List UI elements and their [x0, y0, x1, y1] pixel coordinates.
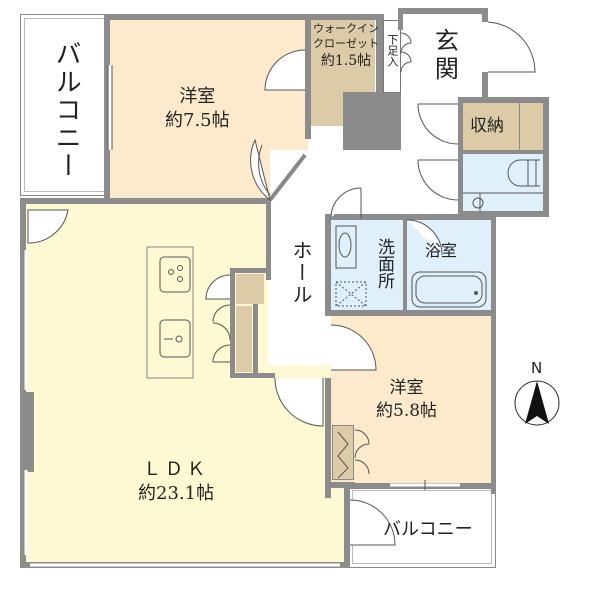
- room-size: 約5.8帖: [376, 400, 438, 421]
- wall: [344, 488, 350, 568]
- compass-north-label: N: [531, 359, 543, 377]
- compass-icon: [514, 380, 560, 426]
- wall-column: [20, 392, 34, 472]
- wall: [543, 97, 549, 217]
- room-size: 約7.5帖: [165, 110, 230, 132]
- entrance: [401, 14, 485, 102]
- storage-closet: [463, 102, 543, 150]
- wall: [230, 268, 270, 273]
- wall: [325, 214, 331, 314]
- western-room-1-label: 洋室 約7.5帖: [165, 85, 230, 134]
- bedroom2-closet: [332, 425, 354, 480]
- bathroom: [407, 220, 491, 312]
- wall: [104, 14, 110, 204]
- wall: [266, 198, 271, 280]
- wall: [230, 373, 275, 378]
- room-name: ＬＤＫ: [143, 459, 210, 480]
- room-name-line1: ウォークイン: [313, 22, 379, 35]
- balcony-south-label: バルコニー: [383, 519, 473, 540]
- balcony-west: [20, 14, 110, 196]
- walk-in-closet-lower: [311, 90, 343, 126]
- toilet-room: [463, 153, 543, 213]
- ldk-label: ＬＤＫ 約23.1帖: [138, 458, 214, 507]
- washroom: [331, 220, 403, 312]
- wall: [398, 8, 488, 14]
- wall: [104, 14, 384, 20]
- pipe-shaft: [343, 92, 401, 150]
- wall: [325, 214, 496, 220]
- balcony-south: [348, 488, 496, 568]
- room-name: 洋室: [179, 86, 216, 107]
- walk-in-closet-label: ウォークイン クローゼット 約1.5帖: [313, 22, 379, 71]
- washroom-label: 洗面所: [373, 238, 394, 289]
- wall: [230, 268, 235, 378]
- wall: [403, 220, 407, 312]
- room-name: 洋室: [389, 378, 424, 398]
- wall: [458, 97, 549, 103]
- bathroom-label: 浴室: [425, 241, 458, 260]
- entrance-label: 玄関: [430, 28, 459, 84]
- wall: [398, 8, 403, 30]
- western-room-2-label: 洋室 約5.8帖: [376, 377, 437, 423]
- wall: [325, 378, 331, 498]
- pantry-lower: [236, 306, 252, 372]
- wall: [20, 198, 26, 568]
- wall: [482, 72, 488, 100]
- wall: [253, 304, 258, 374]
- wall: [325, 310, 496, 316]
- wall: [376, 14, 383, 94]
- room-name-line2: クローゼット: [313, 36, 379, 50]
- wall: [305, 14, 311, 139]
- wall: [463, 150, 543, 154]
- wall: [491, 214, 496, 494]
- shoe-storage: [383, 20, 401, 93]
- wall: [458, 97, 463, 217]
- hall-label: ホール: [289, 240, 313, 306]
- ldk-top-strip: [26, 200, 270, 210]
- shoe-storage-label: 下足入: [385, 34, 399, 67]
- wall: [458, 211, 549, 217]
- wall: [482, 8, 488, 22]
- room-size: 約23.1帖: [138, 483, 215, 505]
- room-size: 約1.5帖: [320, 52, 372, 69]
- wall: [20, 198, 270, 204]
- pantry-upper: [236, 274, 264, 304]
- storage-label: 収納: [470, 116, 504, 136]
- storage-divider: [519, 102, 520, 150]
- balcony-west-label: バルコニー: [51, 40, 82, 180]
